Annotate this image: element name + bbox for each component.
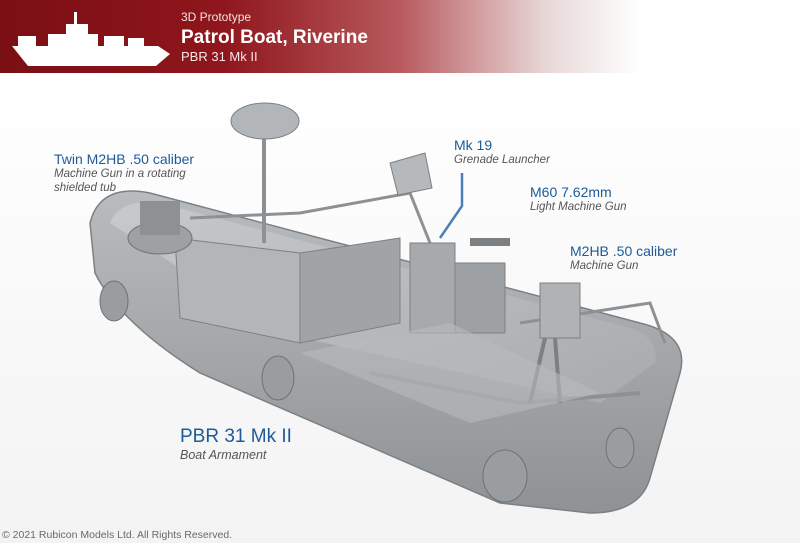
callout-twin-m2hb-title: Twin M2HB .50 caliber <box>54 151 195 167</box>
boat-model-illustration <box>89 102 683 514</box>
callout-mk19-desc: Grenade Launcher <box>454 154 550 166</box>
model-scene: Twin M2HB .50 caliber Machine Gun in a r… <box>0 73 800 543</box>
callout-pbr-desc: Boat Armament <box>180 448 267 462</box>
callout-mk19: Mk 19 Grenade Launcher <box>454 137 550 167</box>
callout-m2hb: M2HB .50 caliber Machine Gun <box>570 243 677 273</box>
copyright-text: © 2021 Rubicon Models Ltd. All Rights Re… <box>2 529 233 541</box>
callout-m2hb-title: M2HB .50 caliber <box>570 243 678 259</box>
callout-m60: M60 7.62mm Light Machine Gun <box>530 184 627 214</box>
callout-twin-m2hb-desc-1: Machine Gun in a rotating <box>54 168 186 180</box>
callout-twin-m2hb: Twin M2HB .50 caliber Machine Gun in a r… <box>54 151 194 195</box>
page-title: Patrol Boat, Riverine <box>181 27 368 48</box>
boat-silhouette-icon <box>12 12 170 66</box>
callout-m2hb-desc: Machine Gun <box>570 260 639 272</box>
page-subtitle: PBR 31 Mk II <box>181 49 258 64</box>
callout-twin-m2hb-desc-2: shielded tub <box>54 182 117 194</box>
callout-mk19-title: Mk 19 <box>454 137 493 153</box>
callout-pbr-title: PBR 31 Mk II <box>180 426 292 447</box>
callout-pbr: PBR 31 Mk II Boat Armament <box>180 426 292 462</box>
callout-m60-desc: Light Machine Gun <box>530 201 627 213</box>
callout-m60-title: M60 7.62mm <box>530 184 612 200</box>
header-banner: 3D Prototype Patrol Boat, Riverine PBR 3… <box>0 0 800 73</box>
banner-eyebrow: 3D Prototype <box>181 10 252 24</box>
